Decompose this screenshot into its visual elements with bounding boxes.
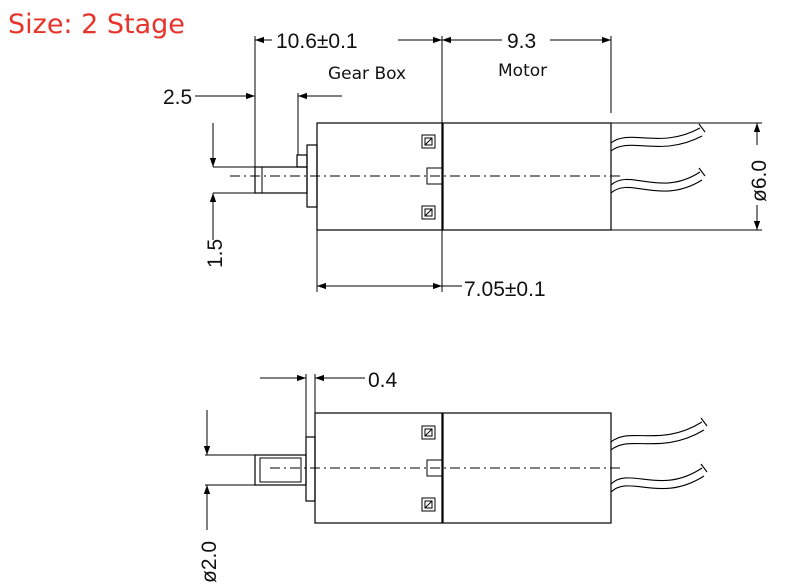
dim-shaft-extension: 2.5 [163,86,192,109]
coupling-tab [426,459,444,477]
bottom-view: 0.4 ø2.0 [198,369,708,583]
label-gear-box: Gear Box [328,64,406,84]
dim-shaft-flat: 1.5 [204,239,227,268]
dim-shaft-diameter: ø2.0 [198,541,221,583]
shaft-collar [296,154,308,168]
lead-wire [610,123,706,152]
dim-flange-thickness: 0.4 [368,369,398,392]
lead-wire [610,417,708,451]
lead-wire [610,167,706,194]
label-motor: Motor [498,61,547,81]
dim-motor-length: 9.3 [507,30,536,53]
flange [305,436,316,502]
coupling-tab [426,167,444,185]
screw-head [421,205,436,220]
top-view: 10.6±0.1 Gear Box 9.3 Motor 2.5 1.5 7.05… [163,27,771,301]
screw-head [421,497,436,512]
output-shaft [254,454,307,486]
dim-gearbox-length: 10.6±0.1 [276,30,358,53]
lead-wire [610,463,708,493]
output-shaft [254,166,308,194]
screw-head [421,425,436,440]
page-title: Size: 2 Stage [8,9,185,40]
screw-head [421,134,436,149]
dim-diameter: ø6.0 [748,160,771,202]
dim-gearbox-body-length: 7.05±0.1 [464,278,546,301]
